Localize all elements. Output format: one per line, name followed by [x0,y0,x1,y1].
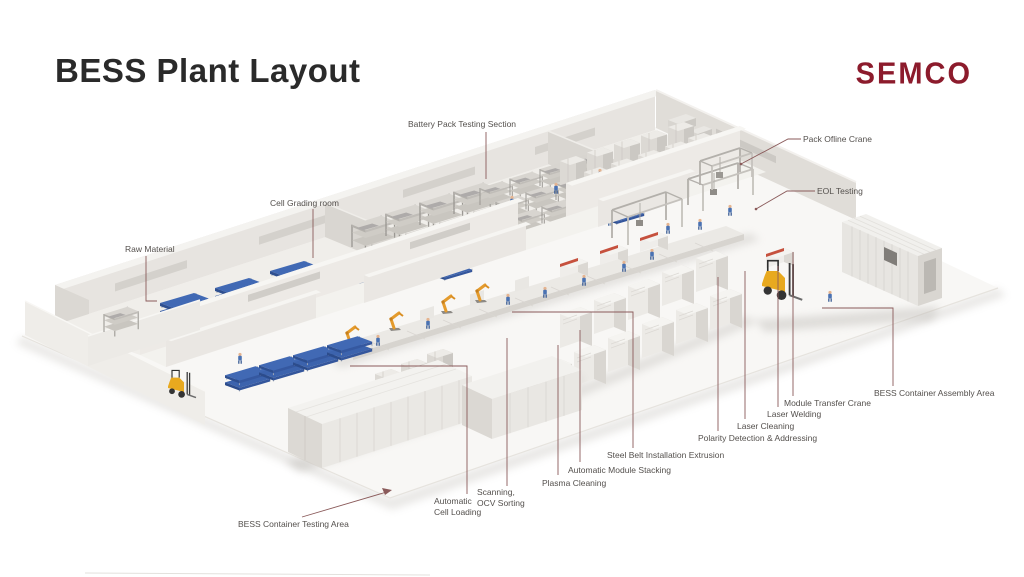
label-battery-pack-testing: Battery Pack Testing Section [408,119,517,129]
label-bess-container-assembly: BESS Container Assembly Area [874,388,995,398]
label-steel-belt-extrusion: Steel Belt Installation Extrusion [607,450,725,460]
assembly-container [842,214,942,306]
inner-wall-front [140,126,746,355]
building-walls [55,89,857,340]
label-raw-material: Raw Material [125,244,175,254]
label-eol-testing: EOL Testing [817,186,863,196]
label-plasma-cleaning: Plasma Cleaning [542,478,607,488]
label-scanning-ocv-sorting: Scanning, OCV Sorting [477,487,525,508]
semco-logo: SEMCO [855,57,972,91]
label-laser-welding: Laser Welding [767,409,822,419]
pack-ofline-crane [699,147,753,190]
label-automatic-module-stacking: Automatic Module Stacking [568,465,671,475]
label-laser-cleaning: Laser Cleaning [737,421,795,431]
eol-gantry-cranes [611,147,754,245]
label-bess-container-testing: BESS Container Testing Area [238,519,349,529]
label-cell-grading-room: Cell Grading room [270,198,339,208]
label-automatic-cell-loading: Automatic Cell Loading [434,496,482,517]
inner-wall-hall [166,169,695,367]
bess-assembly-area [755,214,942,332]
label-module-transfer-crane: Module Transfer Crane [784,398,871,408]
testing-containers [285,356,585,472]
leader-lines [145,132,894,518]
page-title: BESS Plant Layout [55,52,361,89]
label-polarity-detection: Polarity Detection & Addressing [698,433,818,443]
label-pack-ofline-crane: Pack Ofline Crane [803,134,872,144]
left-wing [24,299,373,425]
production-line [330,204,794,368]
